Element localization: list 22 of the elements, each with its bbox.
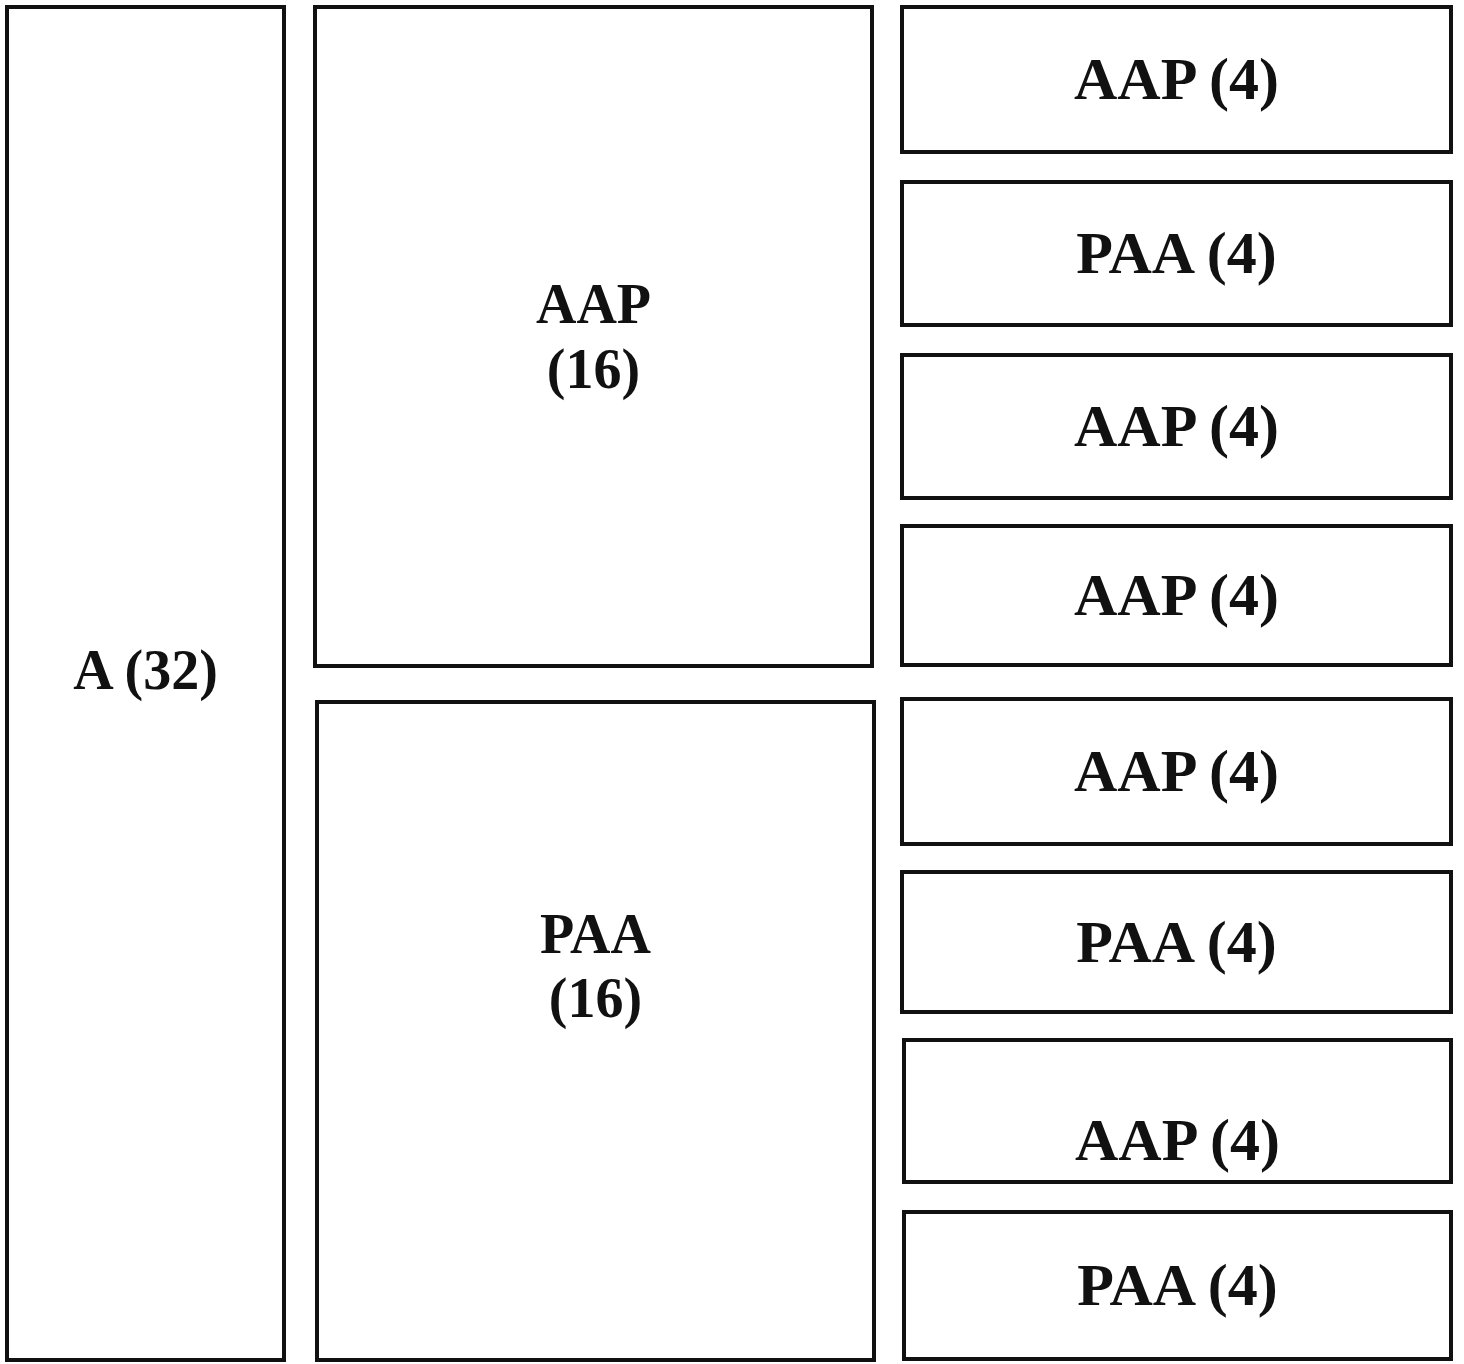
block-label: PAA (4) — [1076, 219, 1277, 288]
block-label: PAA (4) — [1077, 1251, 1278, 1320]
block-box — [5, 5, 286, 1362]
block-box — [315, 700, 876, 1362]
block-label: AAP (4) — [1074, 45, 1279, 114]
block-label: PAA (16) — [539, 901, 652, 1031]
block-box — [902, 1038, 1453, 1184]
block-box — [902, 1210, 1453, 1361]
block-label: PAA (4) — [1076, 907, 1277, 977]
block-box — [900, 180, 1453, 327]
block-box — [900, 5, 1453, 154]
block-box — [313, 5, 874, 668]
block-label: AAP (4) — [1075, 1105, 1280, 1175]
block-label: A (32) — [73, 638, 218, 703]
block-box — [900, 870, 1453, 1014]
block-box — [900, 697, 1453, 846]
block-label: AAP (4) — [1074, 737, 1279, 806]
block-box — [900, 524, 1453, 667]
block-box — [900, 353, 1453, 500]
block-label: AAP (16) — [534, 272, 653, 401]
block-label: AAP (4) — [1074, 561, 1279, 630]
block-label: AAP (4) — [1074, 392, 1279, 461]
